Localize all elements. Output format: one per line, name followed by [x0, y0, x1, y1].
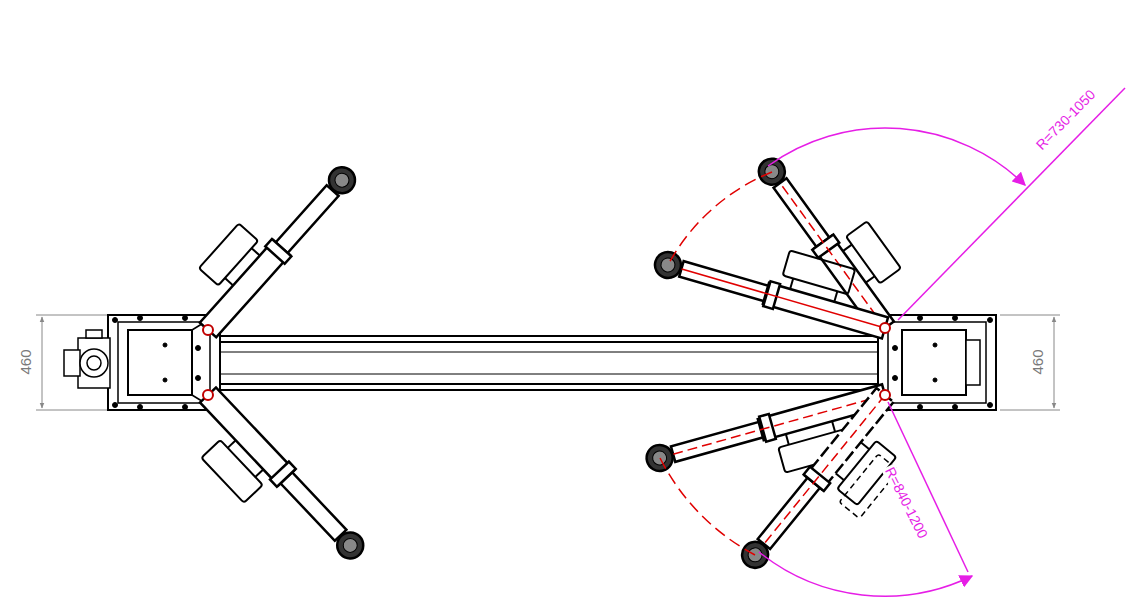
- dimension-lines-part: [1054, 317, 1055, 408]
- lift-arm-part: [652, 249, 684, 281]
- swing-arc-part: [660, 458, 755, 555]
- left-post-part: [113, 403, 118, 408]
- radius-line-part: [898, 88, 1125, 320]
- right-post-part: [933, 378, 937, 382]
- right-post-part: [893, 346, 898, 351]
- lift-arm-part: [843, 245, 852, 251]
- lift-arm-part: [812, 235, 839, 258]
- right-post-part: [888, 322, 986, 403]
- right-post-part: [902, 330, 966, 395]
- right-post-part: [918, 405, 923, 410]
- lift-arm: [652, 215, 899, 340]
- power-unit-part: [78, 338, 110, 388]
- lift-arm-part: [332, 170, 352, 190]
- lift-arm-part: [252, 248, 260, 255]
- left-post-part: [196, 376, 201, 381]
- right-post-part: [893, 376, 898, 381]
- swing-arc: [660, 128, 1025, 596]
- lift-arm-part: [832, 421, 835, 432]
- right-post-part: [918, 316, 923, 321]
- swing-arc-part: [768, 128, 1025, 185]
- radius-label: R=840-1200: [881, 463, 931, 543]
- lift-arm: [644, 382, 898, 507]
- pivot-pin-part: [203, 325, 213, 335]
- left-post-part: [163, 378, 167, 382]
- cross-beam: [218, 336, 882, 390]
- lift-arm-part: [225, 278, 233, 285]
- swing-arc-part: [668, 172, 772, 265]
- left-post-part: [163, 343, 167, 347]
- left-post-part: [196, 346, 201, 351]
- right-post-part: [988, 403, 993, 408]
- lift-arm-part: [861, 442, 870, 449]
- power-unit-part: [87, 356, 101, 370]
- lift-arm-part: [276, 185, 339, 253]
- pivot-pin-part: [203, 390, 213, 400]
- left-post-part: [183, 316, 188, 321]
- right-post-part: [953, 405, 958, 410]
- swing-arc-part: [759, 552, 972, 596]
- power-unit-part: [80, 349, 108, 377]
- dimension-lines-part: [1000, 410, 1060, 411]
- left-post-part: [138, 405, 143, 410]
- lift-arm-part: [737, 537, 774, 574]
- cross-beam-part: [218, 383, 882, 385]
- radius-line: [888, 88, 1125, 572]
- lift-arm-part: [255, 469, 263, 477]
- dimension-label: 460: [18, 347, 35, 376]
- dimension-lines-part: [42, 317, 43, 408]
- left-post-part: [183, 405, 188, 410]
- lift-arm-part: [790, 278, 793, 289]
- lift-arm-part: [270, 462, 296, 487]
- lift-arm-part: [834, 291, 837, 302]
- right-post-part: [878, 315, 996, 410]
- pivot-pin-part: [880, 390, 890, 400]
- left-post-part: [108, 315, 220, 410]
- radius-label: R=730-1050: [1032, 86, 1100, 155]
- right-post-part: [953, 316, 958, 321]
- dimension-lines: [36, 315, 1060, 410]
- lift-arm-part: [783, 250, 856, 294]
- cross-beam-part: [218, 374, 882, 375]
- right-post-part: [966, 340, 980, 385]
- cross-beam-part: [218, 336, 882, 390]
- left-post-part: [128, 330, 192, 395]
- left-post-part: [113, 318, 118, 323]
- dimension-lines-part: [1000, 315, 1060, 316]
- lift-arm-part: [651, 449, 668, 466]
- lift-arm-part: [866, 276, 875, 282]
- power-unit: [64, 330, 110, 388]
- lift-arm-part: [836, 473, 845, 480]
- lift-arm: [172, 138, 360, 338]
- left-post-part: [118, 322, 210, 403]
- cross-beam-part: [218, 341, 882, 343]
- lift-arm-part: [265, 239, 291, 264]
- lift-arm-part: [644, 442, 676, 474]
- right-post-part: [933, 343, 937, 347]
- lift-arm-part: [749, 395, 885, 563]
- lift-arm-part: [332, 527, 369, 564]
- lift-arm-part: [786, 434, 789, 445]
- lift-arm-part: [668, 265, 885, 328]
- lift-arm: [173, 386, 368, 588]
- right-post-part: [988, 318, 993, 323]
- lift-arm-part: [340, 536, 360, 556]
- power-unit-part: [64, 350, 80, 376]
- left-post-part: [138, 316, 143, 321]
- lift-arm-part: [281, 472, 347, 540]
- pivot-pin: [203, 323, 890, 400]
- power-unit-part: [86, 330, 102, 338]
- lift-arm-part: [228, 440, 236, 448]
- cross-beam-part: [218, 352, 882, 353]
- left-post: [108, 315, 220, 410]
- dimension-label: 460: [1030, 347, 1047, 376]
- lift-arm-part: [324, 162, 361, 199]
- lift-arm-part: [659, 256, 676, 273]
- right-post: [878, 315, 996, 410]
- pivot-pin-part: [880, 323, 890, 333]
